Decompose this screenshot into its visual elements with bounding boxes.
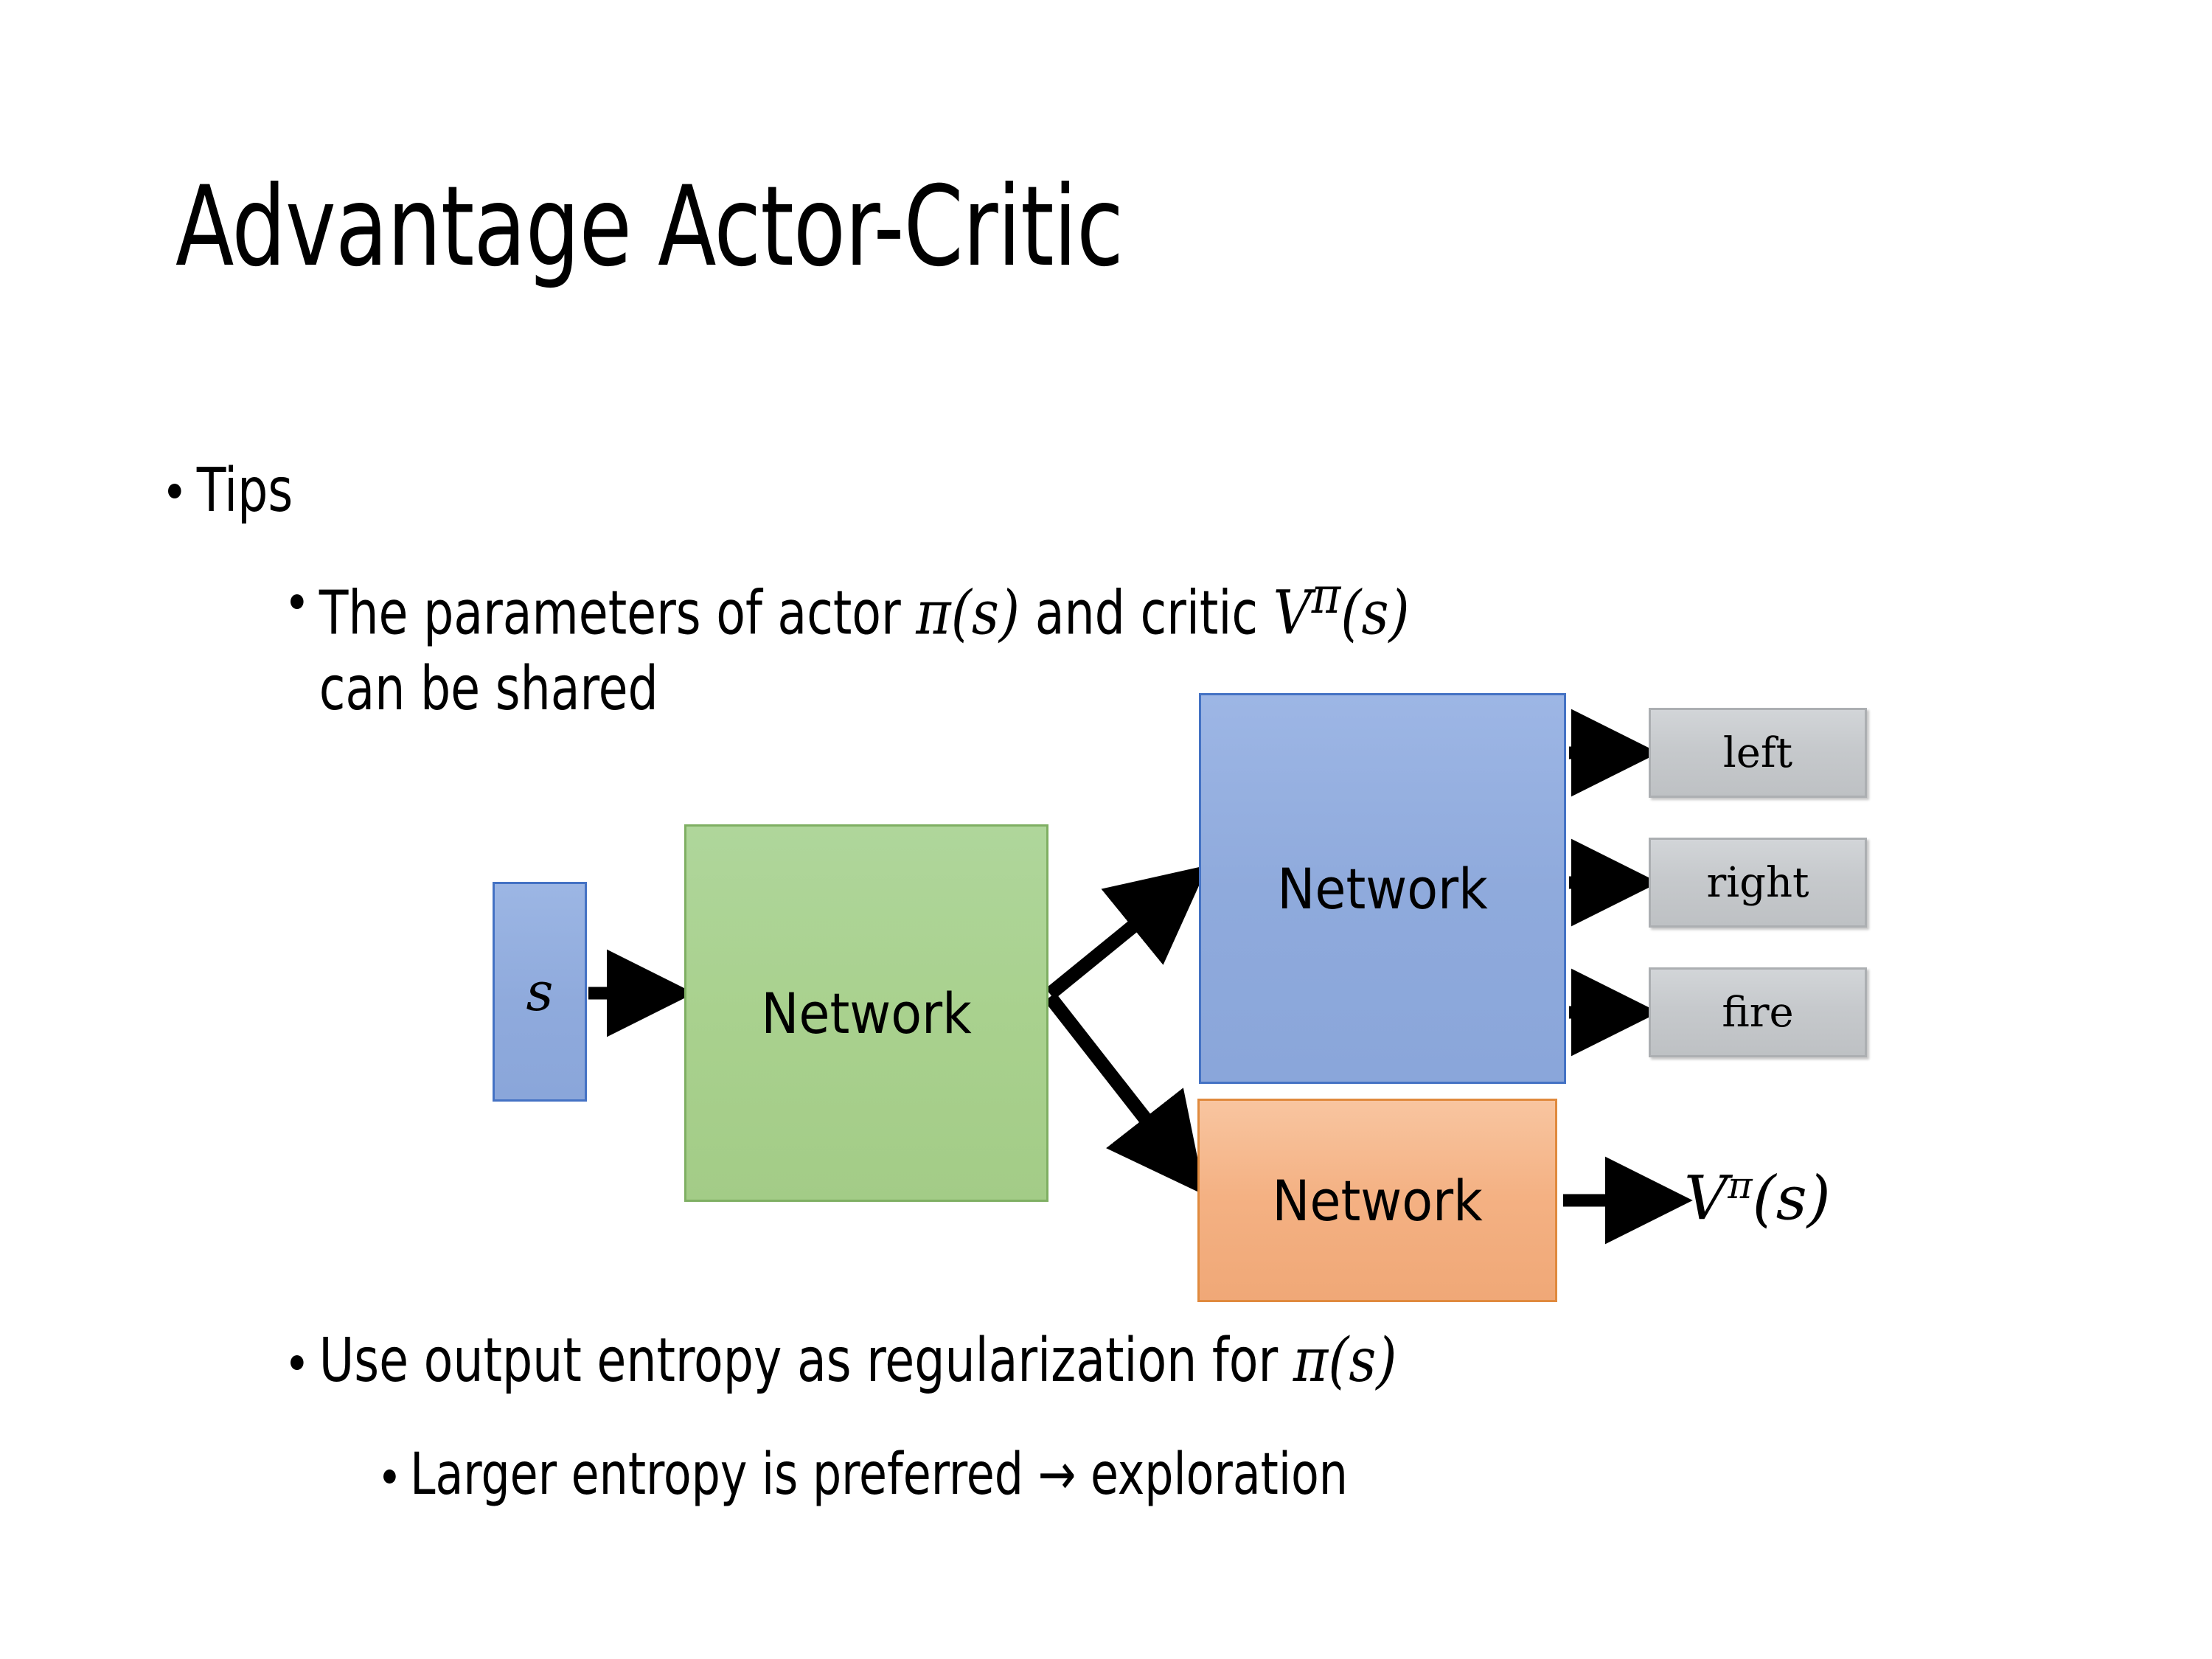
- pi-argument: (s): [1328, 1326, 1397, 1396]
- bullet-entropy-label: Use output entropy as regularization for…: [319, 1326, 1397, 1396]
- bullet-tips: Tips: [168, 456, 293, 526]
- pi-symbol: π: [916, 578, 951, 649]
- action-output-left-label: left: [1722, 728, 1793, 777]
- arrow-shared-to-actor: [1046, 865, 1208, 1000]
- action-output-right-label: right: [1706, 858, 1809, 907]
- action-output-right[interactable]: right: [1649, 838, 1867, 928]
- bullet-larger-entropy-label: Larger entropy is preferred → exploratio…: [410, 1441, 1348, 1508]
- bullet-dot-icon: [383, 1470, 396, 1484]
- params-text-mid: and critic: [1020, 578, 1273, 649]
- bullet-dot-icon: [168, 484, 181, 498]
- bullet-shared-parameters-label: The parameters of actor π(s) and critic …: [319, 565, 1410, 727]
- params-text-wrap: can be shared: [319, 653, 658, 724]
- value-superscript-pi: π: [1311, 567, 1341, 625]
- bullet-larger-entropy: Larger entropy is preferred → exploratio…: [383, 1441, 1348, 1508]
- bullet-dot-icon: [291, 1355, 304, 1370]
- entropy-text-prefix: Use output entropy as regularization for: [319, 1326, 1293, 1396]
- critic-network-label: Network: [1272, 1167, 1483, 1234]
- state-input-label: s: [526, 961, 554, 1023]
- bullet-shared-parameters: The parameters of actor π(s) and critic …: [291, 565, 1913, 727]
- value-output-symbol: V: [1684, 1164, 1728, 1234]
- action-output-fire-label: fire: [1722, 988, 1794, 1037]
- params-text-prefix: The parameters of actor: [319, 578, 917, 649]
- actor-network-label: Network: [1277, 855, 1488, 922]
- action-output-left[interactable]: left: [1649, 708, 1867, 798]
- value-output-label: Vπ(s): [1684, 1164, 1831, 1234]
- value-symbol: V: [1273, 578, 1312, 649]
- page-title: Advantage Actor-Critic: [175, 163, 1124, 291]
- bullet-entropy-regularization: Use output entropy as regularization for…: [291, 1326, 1397, 1396]
- pi-argument: (s): [950, 578, 1020, 649]
- shared-network-box[interactable]: Network: [684, 824, 1048, 1202]
- bullet-tips-label: Tips: [196, 456, 293, 526]
- arrow-shared-to-critic: [1044, 992, 1206, 1195]
- bullet-dot-icon: [291, 594, 304, 609]
- value-output-argument: (s): [1752, 1164, 1831, 1234]
- value-argument: (s): [1340, 578, 1410, 649]
- value-output-superscript: π: [1728, 1164, 1753, 1207]
- action-output-fire[interactable]: fire: [1649, 967, 1867, 1057]
- actor-network-box[interactable]: Network: [1199, 693, 1566, 1084]
- pi-symbol: π: [1293, 1326, 1329, 1396]
- critic-network-box[interactable]: Network: [1197, 1099, 1557, 1302]
- state-input-box[interactable]: s: [493, 882, 587, 1102]
- shared-network-label: Network: [761, 980, 972, 1046]
